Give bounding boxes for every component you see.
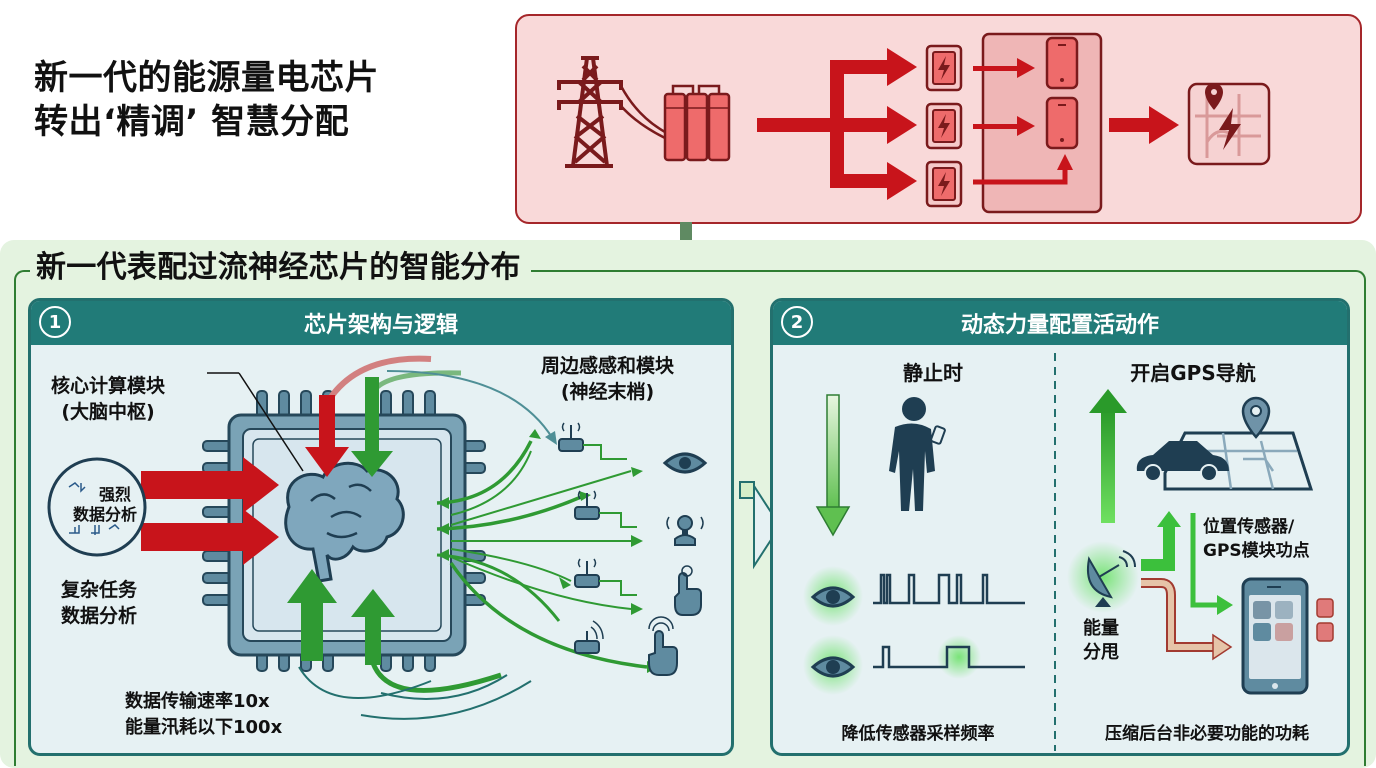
sensor-links <box>436 440 648 669</box>
headline-line1: 新一代的能源量电芯片 <box>34 58 379 98</box>
smartphone-icon <box>1045 36 1079 90</box>
person-icon <box>889 397 946 511</box>
router-icon <box>574 558 637 596</box>
charger-icon <box>925 44 963 92</box>
panel-chip-architecture: 1 芯片架构与逻辑 <box>28 298 734 756</box>
high-frequency-pulse <box>873 573 1025 605</box>
gps-caption: 压缩后台非必要功能的功耗 <box>1105 724 1309 744</box>
headline: 新一代的能源量电芯片 转出‘精调’ 智慧分配 <box>34 56 379 144</box>
return-arrows <box>298 666 532 720</box>
smartphone-icon <box>1045 96 1079 150</box>
background-power-arrow <box>1141 578 1215 652</box>
battery-pack-icon <box>663 84 731 162</box>
decrease-arrow <box>815 394 851 537</box>
eye-sensor-icon <box>810 586 856 608</box>
satellite-dish-icon <box>1087 550 1136 607</box>
router-icon <box>574 490 637 528</box>
distribution-arrows <box>757 48 917 200</box>
panel2-number: 2 <box>781 306 813 338</box>
analysis-circle-label: 强烈 数据分析 <box>72 485 137 524</box>
transition-arrow <box>739 481 782 570</box>
charger-icon <box>925 102 963 150</box>
energy-allocation-label: 能量 分甩 <box>1083 618 1119 663</box>
touch-sensor-icon <box>674 565 702 616</box>
map-lightning-icon <box>1187 82 1271 166</box>
panel1-title: 芯片架构与逻辑 <box>303 313 458 338</box>
input-arrows-red <box>141 355 432 565</box>
power-tower-icon <box>557 56 666 168</box>
gps-heading: 开启GPS导航 <box>1130 361 1256 385</box>
main-title: 新一代表配过流神经芯片的智能分布 <box>30 248 531 288</box>
headline-line2: 转出‘精调’ 智慧分配 <box>34 102 350 142</box>
analysis-circle <box>47 457 147 557</box>
static-caption: 降低传感器采样频率 <box>841 724 995 744</box>
brain-icon <box>284 461 405 583</box>
input-arrows-green <box>287 370 502 693</box>
eye-sensor-icon <box>662 452 708 474</box>
dynamic-power-diagram <box>803 353 1334 751</box>
panel1-header: 1 芯片架构与逻辑 <box>31 301 731 345</box>
performance-stats: 数据传输速率10x 能量汛耗以下100x <box>125 691 283 738</box>
main-frame <box>14 270 1366 766</box>
gps-power-arrow <box>1141 523 1175 571</box>
core-module-label: 核心计算模块 (大脑中枢) <box>51 375 166 423</box>
complex-task-label: 复杂任务 数据分析 <box>61 579 138 627</box>
panel2-title: 动态力量配置活动作 <box>960 313 1159 338</box>
touch-sensor-icon <box>648 616 678 676</box>
panel-dynamic-power: 2 动态力量配置活动作 <box>770 298 1350 756</box>
eye-sensor-icon <box>810 656 856 678</box>
low-frequency-pulse <box>873 645 1025 669</box>
charger-icon <box>925 160 963 208</box>
panel1-number: 1 <box>39 306 71 338</box>
smartphone-icon <box>1241 577 1334 695</box>
static-heading: 静止时 <box>903 361 963 385</box>
power-flow-panel <box>515 14 1362 224</box>
gps-module-label: 位置传感器/ GPS模块功点 <box>1203 517 1310 561</box>
circuit-glyphs <box>68 482 120 535</box>
chip-diagram <box>47 355 708 720</box>
increase-arrow <box>1089 389 1127 523</box>
peripheral-module-label: 周边感感和模块 (神经末梢) <box>541 355 675 403</box>
output-arrow <box>1109 106 1179 144</box>
router-icon <box>558 422 627 460</box>
car-map-icon <box>1136 396 1314 491</box>
router-icon <box>574 620 604 654</box>
power-flow-diagram <box>557 32 1271 214</box>
voice-sensor-icon <box>666 515 704 546</box>
device-group-box <box>981 32 1103 214</box>
panel2-header: 2 动态力量配置活动作 <box>773 301 1347 345</box>
